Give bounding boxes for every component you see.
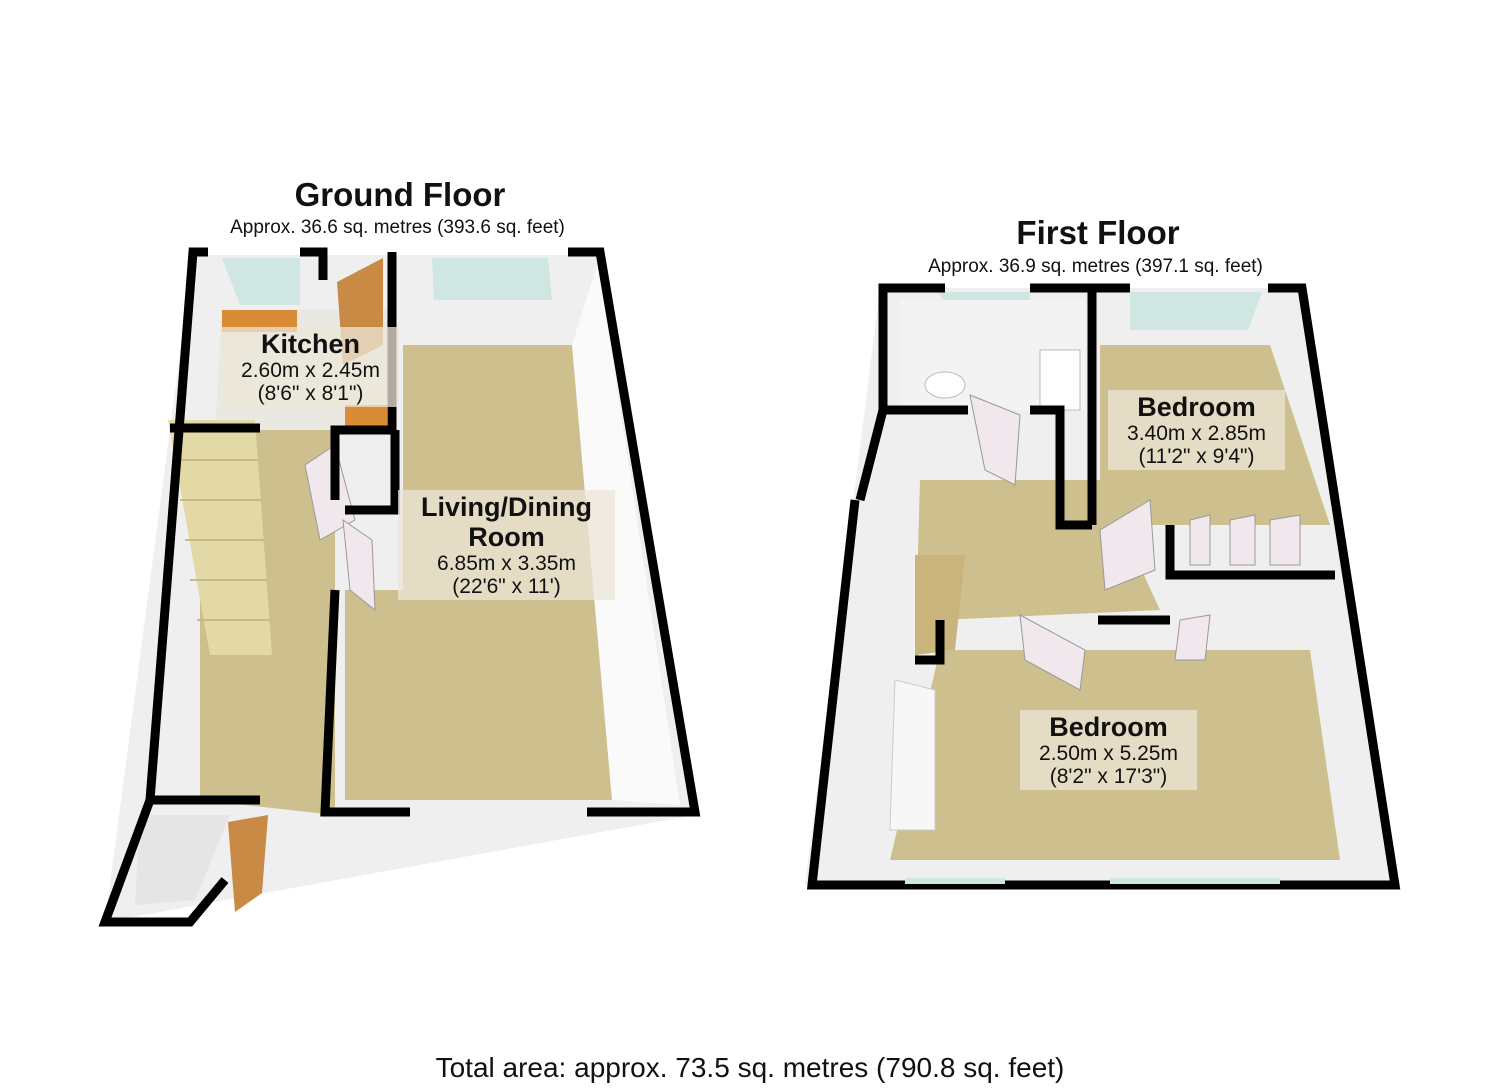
staircase [168, 420, 272, 655]
landing-floor [915, 480, 1160, 660]
room-name: Kitchen [260, 329, 360, 359]
first-floor-area: Approx. 36.9 sq. metres (397.1 sq. feet) [928, 256, 1263, 277]
room-metric: 2.60m x 2.45m [241, 359, 380, 382]
ground-floor-area: Approx. 36.6 sq. metres (393.6 sq. feet) [230, 217, 565, 238]
room-metric: 6.85m x 3.35m [437, 552, 576, 575]
room-label-bedroom-1: Bedroom 3.40m x 2.85m (11'2" x 9'4") [1108, 390, 1285, 470]
porch-floor [135, 815, 230, 905]
living-window [432, 258, 552, 300]
kitchen-window [222, 258, 300, 305]
total-area: Total area: approx. 73.5 sq. metres (790… [435, 1052, 1065, 1083]
room-imperial: (8'6" x 8'1") [257, 382, 364, 405]
room-label-kitchen: Kitchen 2.60m x 2.45m (8'6" x 8'1") [222, 327, 399, 407]
ground-floor-title: Ground Floor [294, 176, 506, 213]
first-floor-title: First Floor [1016, 214, 1180, 251]
porch-door [228, 815, 268, 912]
wardrobe [889, 679, 936, 831]
first-floor-plan [805, 283, 1401, 890]
internal-door [304, 444, 356, 541]
internal-door [342, 518, 376, 612]
room-label-living-dining: Living/Dining Room 6.85m x 3.35m (22'6" … [398, 490, 615, 600]
room-metric: 3.40m x 2.85m [1127, 422, 1266, 445]
toilet-icon [924, 371, 966, 399]
room-imperial: (8'2" x 17'3") [1049, 765, 1168, 788]
stairs-up [915, 555, 965, 655]
bedroom-2-window [1110, 878, 1280, 884]
room-name: Bedroom [1049, 712, 1168, 742]
kitchen-worktop [222, 310, 297, 332]
living-right-wall-face [572, 262, 680, 805]
bedroom-2-window [905, 878, 1005, 884]
room-imperial: (22'6" x 11') [452, 575, 561, 598]
internal-doors [969, 394, 1301, 691]
room-name: Bedroom [1137, 392, 1256, 422]
room-label-bedroom-2: Bedroom 2.50m x 5.25m (8'2" x 17'3") [1020, 710, 1197, 790]
kitchen-worktop-right [345, 405, 387, 427]
bedroom-window [1130, 292, 1262, 330]
stair-treads [175, 459, 270, 621]
room-name: Living/Dining [421, 492, 592, 522]
first-floor-walls [806, 283, 1401, 890]
bath-icon [1039, 349, 1081, 411]
room-imperial: (11'2" x 9'4") [1138, 445, 1255, 468]
room-name-line2: Room [468, 522, 545, 552]
room-metric: 2.50m x 5.25m [1039, 742, 1178, 765]
